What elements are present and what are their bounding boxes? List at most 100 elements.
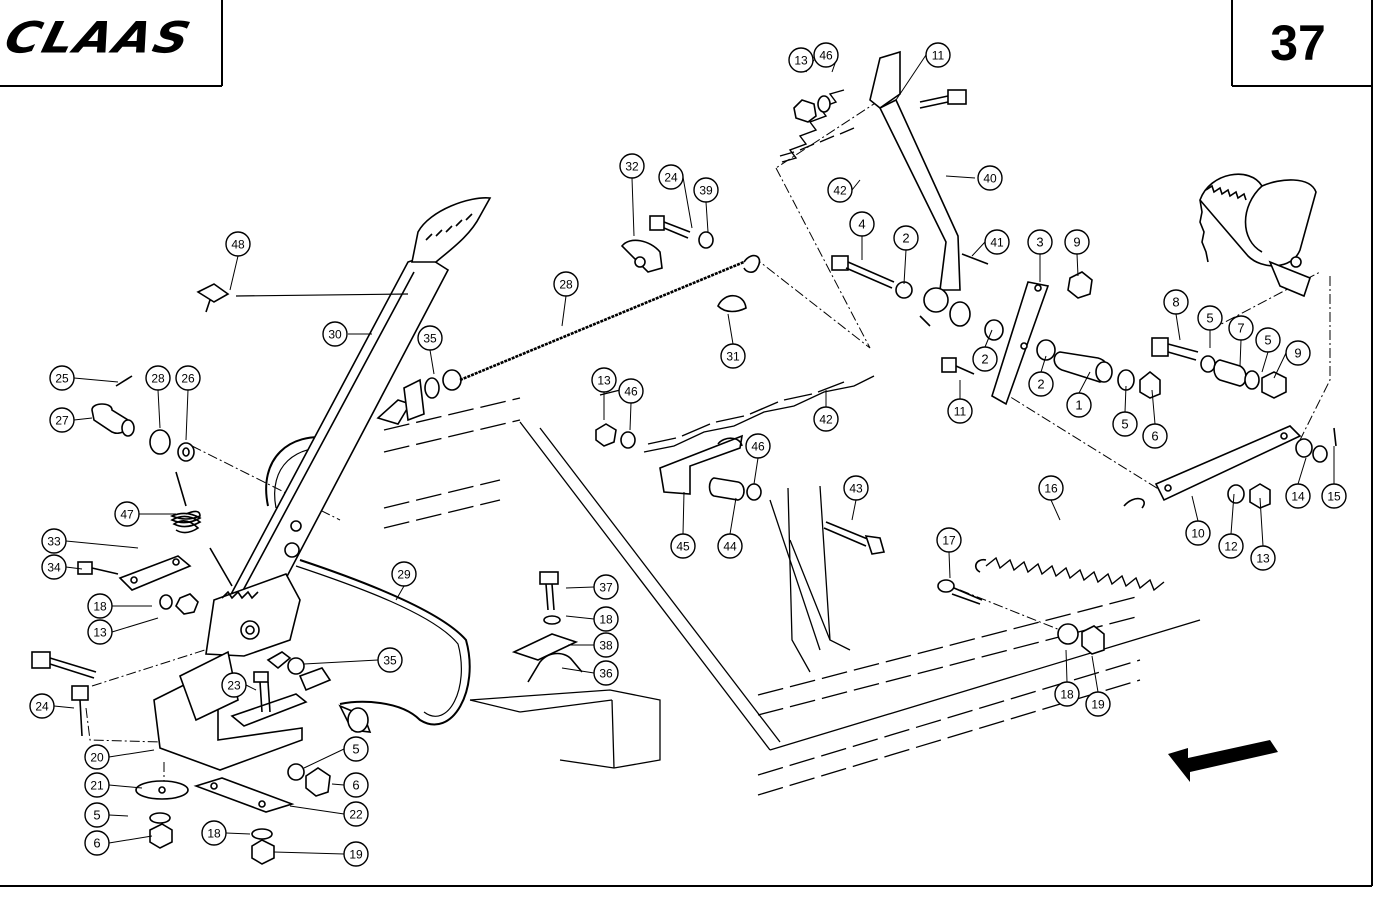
callout-circle [553,271,579,297]
callout-circle [1142,423,1168,449]
callout-circle [1112,411,1138,437]
callout-number: 39 [699,184,713,198]
callout-number: 46 [624,385,638,399]
callout-leader-line [395,585,405,601]
callout-c27: 27 [49,407,75,433]
callout-circle [225,231,251,257]
callout-c18a: 18 [593,606,619,632]
callout-number: 24 [664,171,678,185]
callout-circle [717,533,743,559]
callout-c34: 34 [41,554,67,580]
callout-leader-line [971,241,986,257]
callout-number: 40 [983,172,997,186]
callout-circle [658,164,684,190]
callout-c8: 8 [1163,289,1189,315]
callout-leader-line [289,805,345,815]
callout-leader-line [303,748,345,769]
callout-c40: 40 [977,165,1003,191]
callout-number: 5 [352,742,359,757]
callout-circle [84,830,110,856]
callout-number: 45 [676,540,690,554]
callout-leader-line [1297,457,1307,485]
callout-circle [343,841,369,867]
callout-leader-line [1259,497,1264,547]
callout-leaders [53,54,1335,855]
callout-c31: 31 [720,343,746,369]
callout-c5a: 5 [1197,305,1223,331]
callout-leader-line [1151,389,1156,425]
callout-leader-line [331,783,345,786]
callout-circle [593,660,619,686]
callout-number: 3 [1036,235,1043,250]
callout-circle [1027,229,1053,255]
callout-circle [145,365,171,391]
callout-circle [843,475,869,501]
callout-leader-line [1091,655,1099,693]
callout-number: 48 [231,238,245,252]
callout-c10: 10 [1185,520,1211,546]
callout-c46c: 46 [745,433,771,459]
callout-circle [1250,545,1276,571]
callout-circle [1054,681,1080,707]
callout-c11a: 11 [925,42,951,68]
callout-leader-line [1273,352,1287,379]
callout-leader-line [1261,351,1269,373]
callout-c43: 43 [843,475,869,501]
callout-c18d: 18 [201,820,227,846]
callout-leader-line [111,617,159,633]
callout-number: 31 [726,350,740,364]
callout-c5d: 5 [343,736,369,762]
callout-leader-line [185,389,189,441]
callout-c13b: 13 [591,367,617,393]
callout-leader-line [1124,385,1127,413]
callout-leader-line [851,499,857,521]
callout-number: 44 [723,540,737,554]
callout-number: 36 [599,667,613,681]
callout-circle [593,632,619,658]
callout-circle [593,606,619,632]
callout-c38: 38 [593,632,619,658]
callout-number: 5 [1121,417,1128,432]
callout-number: 34 [47,561,61,575]
callout-circle [29,693,55,719]
callout-number: 18 [1060,688,1074,702]
callout-c2a: 2 [893,225,919,251]
callout-c16: 16 [1038,475,1064,501]
callout-c17: 17 [936,527,962,553]
callout-circle [343,801,369,827]
callout-c29: 29 [391,561,417,587]
callout-number: 35 [383,654,397,668]
callout-circle [1085,691,1111,717]
callout-number: 21 [90,779,104,793]
callout-circle [1285,340,1311,366]
callout-leader-line [108,784,143,789]
callout-c13a: 13 [788,47,814,73]
callout-c33: 33 [41,528,67,554]
callout-c20: 20 [84,744,110,770]
callout-number: 30 [328,328,342,342]
callout-leader-line [851,179,861,191]
callout-c48: 48 [225,231,251,257]
callout-leader-line [984,329,993,348]
callout-c13d: 13 [87,619,113,645]
callout-c36: 36 [593,660,619,686]
callout-number: 10 [1191,527,1205,541]
callout-number: 25 [55,372,69,386]
callout-leader-line [1191,495,1199,522]
callout-number: 4 [858,217,865,232]
callout-c42a: 42 [827,177,853,203]
callout-circle [49,365,75,391]
callout-circle [1321,483,1347,509]
callout-c24a: 24 [658,164,684,190]
callout-circle [201,820,227,846]
page-number: 37 [1270,15,1326,71]
callout-c1: 1 [1066,392,1092,418]
callout-c14: 14 [1285,483,1311,509]
callout-circle [87,619,113,645]
callout-circle [343,736,369,762]
callout-leader-line [429,349,435,375]
right-linkage [937,173,1337,655]
callout-leader-line [225,832,251,835]
